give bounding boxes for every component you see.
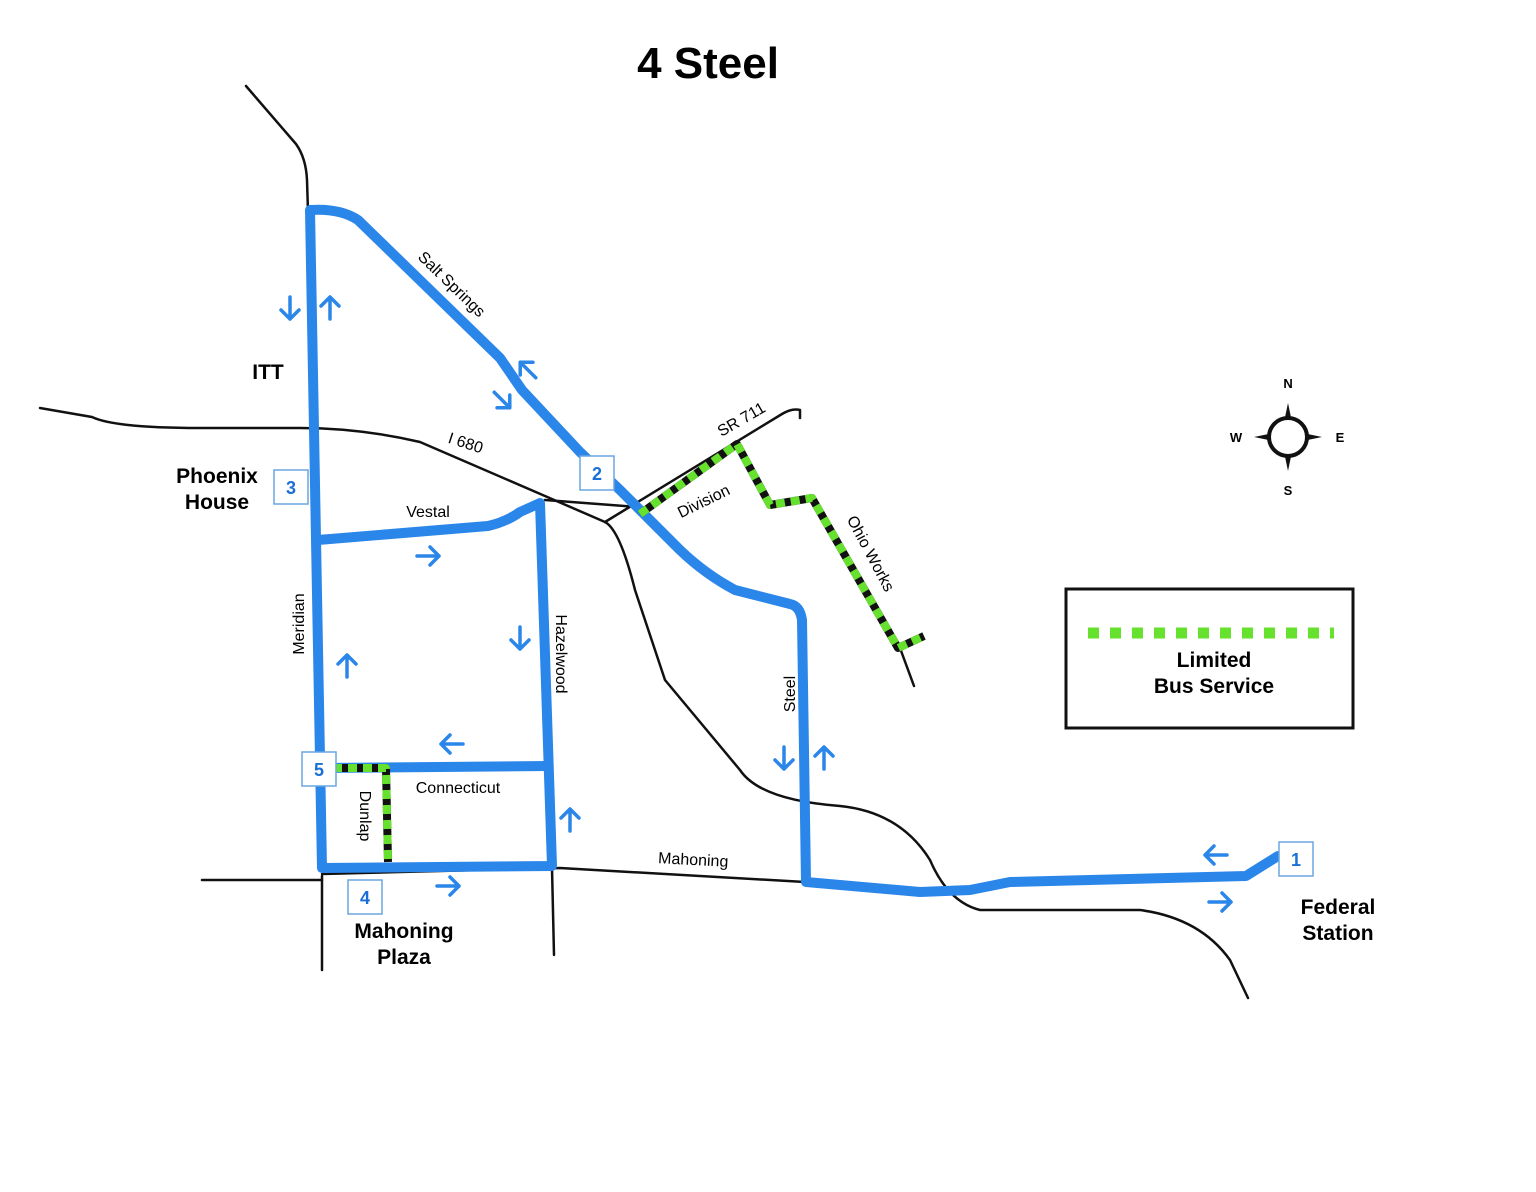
road-sr711-main — [603, 408, 802, 524]
place-label-phoenix-house-line2: House — [185, 491, 249, 514]
roads — [38, 84, 1250, 1000]
arrow-icon — [336, 653, 358, 679]
stop-number: 4 — [360, 888, 370, 908]
stops: 1 2 3 4 5 — [273, 455, 1314, 915]
arrow-icon — [415, 545, 441, 567]
arrow-icon — [518, 360, 538, 380]
arrow-icon — [813, 745, 835, 771]
arrow-icon — [1203, 844, 1229, 866]
place-label-mahoning-plaza-line1: Mahoning — [354, 920, 453, 943]
compass-south: S — [1284, 483, 1293, 498]
stop-number: 3 — [286, 478, 296, 498]
legend-label-line1: Limited — [1177, 649, 1252, 672]
street-label-ohio-works: Ohio Works — [843, 513, 897, 595]
route-main-loop — [305, 204, 1283, 897]
compass-north: N — [1283, 376, 1292, 391]
limited-service — [333, 440, 926, 863]
street-label-hazelwood: Hazelwood — [552, 614, 569, 693]
street-label-division: Division — [675, 482, 733, 522]
place-label-federal-station-line1: Federal — [1301, 896, 1376, 919]
place-label-federal-station-line2: Station — [1302, 922, 1373, 945]
map-title: 4 Steel — [637, 39, 779, 88]
road-meridian-north — [244, 84, 310, 214]
road-ohio-works-south — [898, 646, 916, 688]
road-i680 — [38, 406, 607, 524]
compass-west: W — [1230, 430, 1243, 445]
place-label-phoenix-house-line1: Phoenix — [176, 465, 258, 488]
compass-rose-icon: N S E W — [1230, 376, 1345, 498]
place-label-itt: ITT — [252, 361, 284, 384]
stop-marker-5[interactable]: 5 — [301, 751, 337, 787]
stop-number: 5 — [314, 760, 324, 780]
street-label-connecticut: Connecticut — [416, 780, 501, 797]
arrow-icon — [279, 295, 301, 321]
stop-number: 1 — [1291, 850, 1301, 870]
street-label-i680: I 680 — [446, 430, 485, 457]
street-label-meridian: Meridian — [291, 593, 308, 654]
legend: Limited Bus Service — [1064, 587, 1355, 730]
street-label-mahoning: Mahoning — [658, 850, 729, 871]
legend-label-line2: Bus Service — [1154, 675, 1274, 698]
arrow-icon — [559, 807, 581, 833]
street-label-vestal: Vestal — [406, 504, 450, 521]
arrow-icon — [319, 295, 341, 321]
road-south-curve — [603, 520, 1250, 1000]
arrow-icon — [435, 875, 461, 897]
street-label-steel: Steel — [782, 676, 799, 712]
stop-number: 2 — [592, 464, 602, 484]
stop-marker-3[interactable]: 3 — [273, 469, 309, 505]
place-label-mahoning-plaza-line2: Plaza — [377, 946, 431, 969]
direction-arrows — [279, 295, 1233, 913]
place-labels: ITT Phoenix House Mahoning Plaza Federal… — [176, 361, 1375, 969]
arrow-icon — [773, 745, 795, 771]
arrow-icon — [439, 733, 465, 755]
arrow-icon — [1207, 891, 1233, 913]
stop-marker-1[interactable]: 1 — [1278, 841, 1314, 877]
stop-marker-4[interactable]: 4 — [347, 879, 383, 915]
compass-east: E — [1336, 430, 1345, 445]
road-hazelwood-south — [550, 866, 556, 957]
stop-marker-2[interactable]: 2 — [579, 455, 615, 491]
arrow-icon — [509, 625, 531, 651]
street-label-sr711: SR 711 — [715, 400, 769, 441]
arrow-icon — [492, 390, 512, 410]
street-label-dunlap: Dunlap — [356, 791, 373, 842]
